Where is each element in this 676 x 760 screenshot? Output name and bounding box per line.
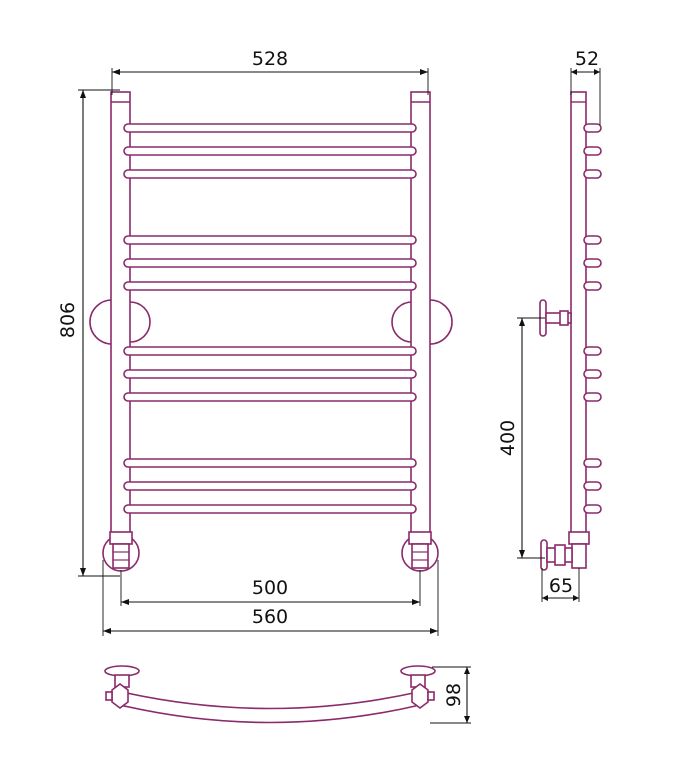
dimension-overall-height: 806	[57, 89, 120, 577]
dimension-label-side-depth: 52	[575, 48, 599, 70]
side-bar-end	[583, 346, 602, 356]
dimension-top-width: 528	[111, 48, 429, 95]
side-bar-ends	[583, 123, 602, 514]
dimension-label-valve-offset: 65	[549, 575, 573, 597]
upright-right	[410, 91, 431, 541]
horizontal-bar	[123, 481, 417, 491]
side-bar-end	[583, 504, 602, 514]
side-bar-end	[583, 458, 602, 468]
side-bar-end	[583, 481, 602, 491]
side-bar-end	[583, 123, 602, 133]
wall-bracket-right	[391, 299, 453, 345]
wall-bracket-left	[89, 299, 151, 345]
horizontal-bars	[123, 123, 417, 514]
side-bar-end	[583, 235, 602, 245]
dimension-label-connection-height: 400	[497, 420, 519, 456]
front-view: 528 806 500 560	[57, 48, 453, 636]
plan-fitting-right	[400, 665, 436, 709]
side-bar-end	[583, 392, 602, 402]
horizontal-bar	[123, 258, 417, 268]
horizontal-bar	[123, 504, 417, 514]
horizontal-bar	[123, 458, 417, 468]
side-bar-end	[583, 281, 602, 291]
side-bar-end	[583, 258, 602, 268]
side-bar-end	[583, 369, 602, 379]
dimension-label-bottom-depth: 98	[443, 683, 465, 707]
dimension-overall-width: 560	[102, 560, 439, 636]
side-view: 52 400 65	[497, 48, 602, 602]
side-bar-end	[583, 169, 602, 179]
dimension-label-top-width: 528	[252, 48, 288, 70]
side-upright	[570, 91, 587, 541]
dimension-connection-height: 400	[497, 317, 545, 559]
dimension-label-overall-width: 560	[252, 606, 288, 628]
side-bar-end	[583, 146, 602, 156]
horizontal-bar	[123, 235, 417, 245]
horizontal-bar	[123, 392, 417, 402]
bottom-fitting-right	[401, 531, 439, 572]
horizontal-bar	[123, 169, 417, 179]
horizontal-bar	[123, 281, 417, 291]
horizontal-bar	[123, 123, 417, 133]
upright-left	[110, 91, 131, 541]
dimension-valve-offset: 65	[541, 568, 580, 602]
dimension-bottom-depth: 98	[430, 666, 471, 724]
dimension-label-overall-height: 806	[57, 302, 79, 338]
bottom-view: 98	[104, 665, 471, 724]
dimension-center-distance: 500	[120, 570, 421, 606]
plan-fitting-left	[104, 665, 140, 709]
dimension-side-depth: 52	[570, 48, 601, 125]
bottom-fitting-left	[102, 531, 140, 572]
horizontal-bar	[123, 346, 417, 356]
horizontal-bar	[123, 146, 417, 156]
side-bottom-valve	[540, 531, 590, 571]
dimension-label-center-distance: 500	[252, 577, 288, 599]
horizontal-bar	[123, 369, 417, 379]
